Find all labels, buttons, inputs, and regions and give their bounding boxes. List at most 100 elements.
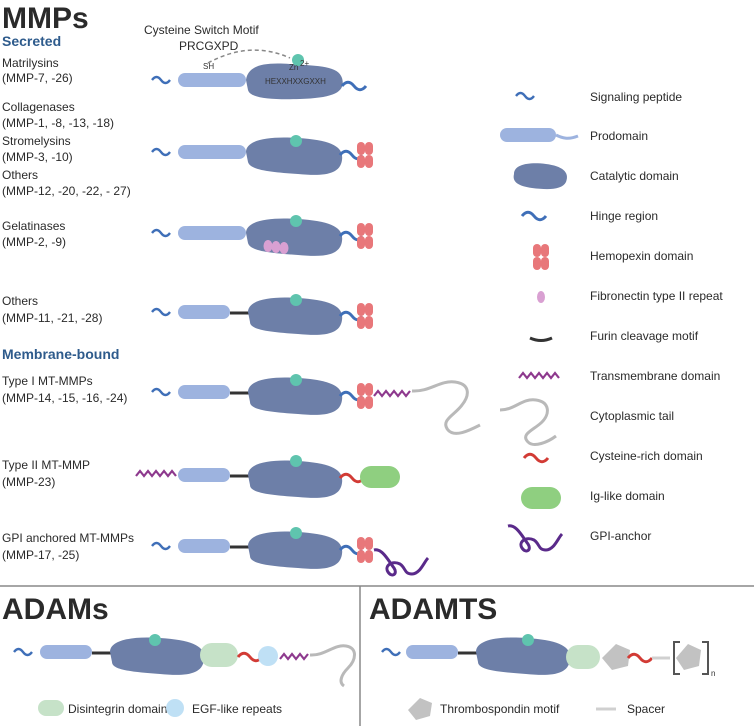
prodomain-icon bbox=[500, 128, 556, 142]
row-label-line: Gelatinases bbox=[2, 219, 65, 233]
catalytic-domain-icon bbox=[246, 63, 343, 100]
sh-label: SH bbox=[203, 62, 214, 71]
legend-item-catalytic-domain: Catalytic domain bbox=[513, 163, 679, 190]
cytoplasmic-tail-icon bbox=[309, 644, 356, 688]
ig-like-domain-icon bbox=[521, 487, 561, 509]
signaling-peptide-icon bbox=[151, 228, 171, 238]
zinc-icon bbox=[290, 294, 302, 306]
secreted-header: Secreted bbox=[2, 33, 61, 49]
thrombospondin-motif-icon bbox=[676, 644, 701, 670]
construct-collagenases bbox=[151, 135, 373, 175]
cysteine-rich-domain-icon bbox=[338, 472, 366, 484]
thrombospondin-motif-icon bbox=[602, 644, 630, 670]
signaling-peptide-icon bbox=[13, 647, 33, 657]
thrombospondin-motif-icon bbox=[408, 698, 432, 720]
hemopexin-domain-icon bbox=[533, 244, 549, 270]
row-label-line: (MMP-2, -9) bbox=[2, 235, 66, 249]
row-label-line: (MMP-7, -26) bbox=[2, 71, 73, 85]
adamts-section: ADAMTS n Thrombospondin motif Spacer bbox=[369, 593, 715, 720]
egf-like-repeats-icon bbox=[258, 646, 278, 666]
hemopexin-domain-icon bbox=[357, 537, 373, 563]
signaling-peptide-icon bbox=[151, 541, 171, 551]
catalytic-domain-icon bbox=[513, 163, 568, 190]
legend-label: Fibronectin type II repeat bbox=[590, 289, 723, 303]
construct-gpi-anchored-mt-mmps bbox=[151, 527, 430, 577]
prodomain-icon bbox=[178, 539, 230, 553]
row-label-line: Type I MT-MMPs bbox=[2, 374, 93, 388]
legend-item-furin-cleavage: Furin cleavage motif bbox=[529, 329, 699, 343]
row-label-line: (MMP-14, -15, -16, -24) bbox=[2, 391, 127, 405]
adamts-legend-label: Spacer bbox=[627, 702, 665, 716]
zinc-charge: 2+ bbox=[300, 59, 309, 68]
adams-legend-label: Disintegrin domain bbox=[68, 702, 167, 716]
legend-label: Transmembrane domain bbox=[590, 369, 720, 383]
catalytic-domain-icon bbox=[110, 637, 205, 675]
signaling-peptide-icon bbox=[151, 147, 171, 157]
catalytic-domain-icon bbox=[248, 297, 343, 335]
legend-item-ig-like-domain: Ig-like domain bbox=[521, 487, 665, 509]
zinc-icon bbox=[290, 135, 302, 147]
disintegrin-domain-icon bbox=[38, 700, 64, 716]
transmembrane-domain-icon bbox=[373, 389, 411, 398]
legend-item-hinge-region: Hinge region bbox=[520, 209, 658, 223]
construct-gelatinases bbox=[151, 215, 373, 256]
row-label-line: Type II MT-MMP bbox=[2, 458, 90, 472]
catalytic-domain-icon bbox=[248, 377, 343, 415]
cytoplasmic-tail-icon bbox=[499, 398, 557, 446]
legend-label: Cysteine-rich domain bbox=[590, 449, 703, 463]
transmembrane-domain-icon bbox=[135, 469, 177, 478]
legend-label: Hinge region bbox=[590, 209, 658, 223]
disintegrin-domain-icon bbox=[200, 643, 238, 667]
row-label-line: Collagenases bbox=[2, 100, 75, 114]
row-label-line: GPI anchored MT-MMPs bbox=[2, 531, 134, 545]
legend-label: Furin cleavage motif bbox=[590, 329, 699, 343]
legend-item-hemopexin-domain: Hemopexin domain bbox=[533, 244, 693, 270]
hemopexin-domain-icon bbox=[357, 142, 373, 168]
cysteine-rich-domain-icon bbox=[522, 452, 550, 464]
legend-label: Catalytic domain bbox=[590, 169, 679, 183]
legend-label: Ig-like domain bbox=[590, 489, 665, 503]
signaling-peptide-icon bbox=[381, 647, 401, 657]
row-label-line: (MMP-11, -21, -28) bbox=[2, 311, 102, 325]
cysteine-switch-label: Cysteine Switch Motif bbox=[144, 23, 259, 37]
prodomain-tail bbox=[555, 133, 579, 140]
signaling-peptide-icon bbox=[515, 91, 535, 101]
fibronectin-repeat-icon bbox=[537, 291, 545, 303]
cysteine-switch-sequence: PRCGXPD bbox=[179, 39, 239, 53]
legend-item-cytoplasmic-tail: Cytoplasmic tail bbox=[499, 398, 674, 446]
legend-item-cysteine-rich-domain: Cysteine-rich domain bbox=[522, 449, 703, 464]
hemopexin-domain-icon bbox=[357, 303, 373, 329]
zinc-icon bbox=[522, 634, 534, 646]
hinge-region-icon bbox=[520, 210, 548, 222]
cysteine-switch-arc bbox=[207, 49, 291, 64]
legend-item-gpi-anchor: GPI-anchor bbox=[507, 524, 651, 553]
zinc-icon bbox=[290, 215, 302, 227]
row-label-line: Stromelysins bbox=[2, 134, 71, 148]
gpi-anchor-icon bbox=[373, 548, 430, 577]
adams-section: ADAMs Disintegrin domain EGF-like repeat… bbox=[2, 593, 356, 717]
legend-item-prodomain: Prodomain bbox=[500, 128, 648, 143]
gpi-anchor-icon bbox=[507, 524, 564, 553]
catalytic-domain-icon bbox=[476, 637, 571, 675]
row-label-line: Matrilysins bbox=[2, 56, 59, 70]
row-label-gpi-mt: GPI anchored MT-MMPs (MMP-17, -25) bbox=[2, 531, 134, 562]
row-label-line: Others bbox=[2, 294, 38, 308]
catalytic-domain-icon bbox=[246, 137, 343, 175]
ig-like-domain-icon bbox=[360, 466, 400, 488]
zinc-label: Zn bbox=[289, 63, 298, 72]
membrane-header: Membrane-bound bbox=[2, 346, 119, 362]
row-label-line: (MMP-17, -25) bbox=[2, 548, 79, 562]
zinc-icon bbox=[149, 634, 161, 646]
prodomain-icon bbox=[406, 645, 458, 659]
adamts-title: ADAMTS bbox=[369, 593, 497, 626]
prodomain-icon bbox=[178, 145, 246, 159]
construct-matrilysins: Cysteine Switch Motif PRCGXPD SH Zn 2+ H… bbox=[144, 23, 368, 100]
furin-cleavage-icon bbox=[529, 336, 553, 342]
cysteine-rich-domain-icon bbox=[236, 651, 264, 663]
construct-others bbox=[151, 294, 373, 335]
zinc-icon bbox=[292, 54, 304, 66]
cytoplasmic-tail-icon bbox=[411, 380, 481, 435]
prodomain-icon bbox=[178, 73, 246, 87]
catalytic-domain-icon bbox=[248, 460, 343, 498]
